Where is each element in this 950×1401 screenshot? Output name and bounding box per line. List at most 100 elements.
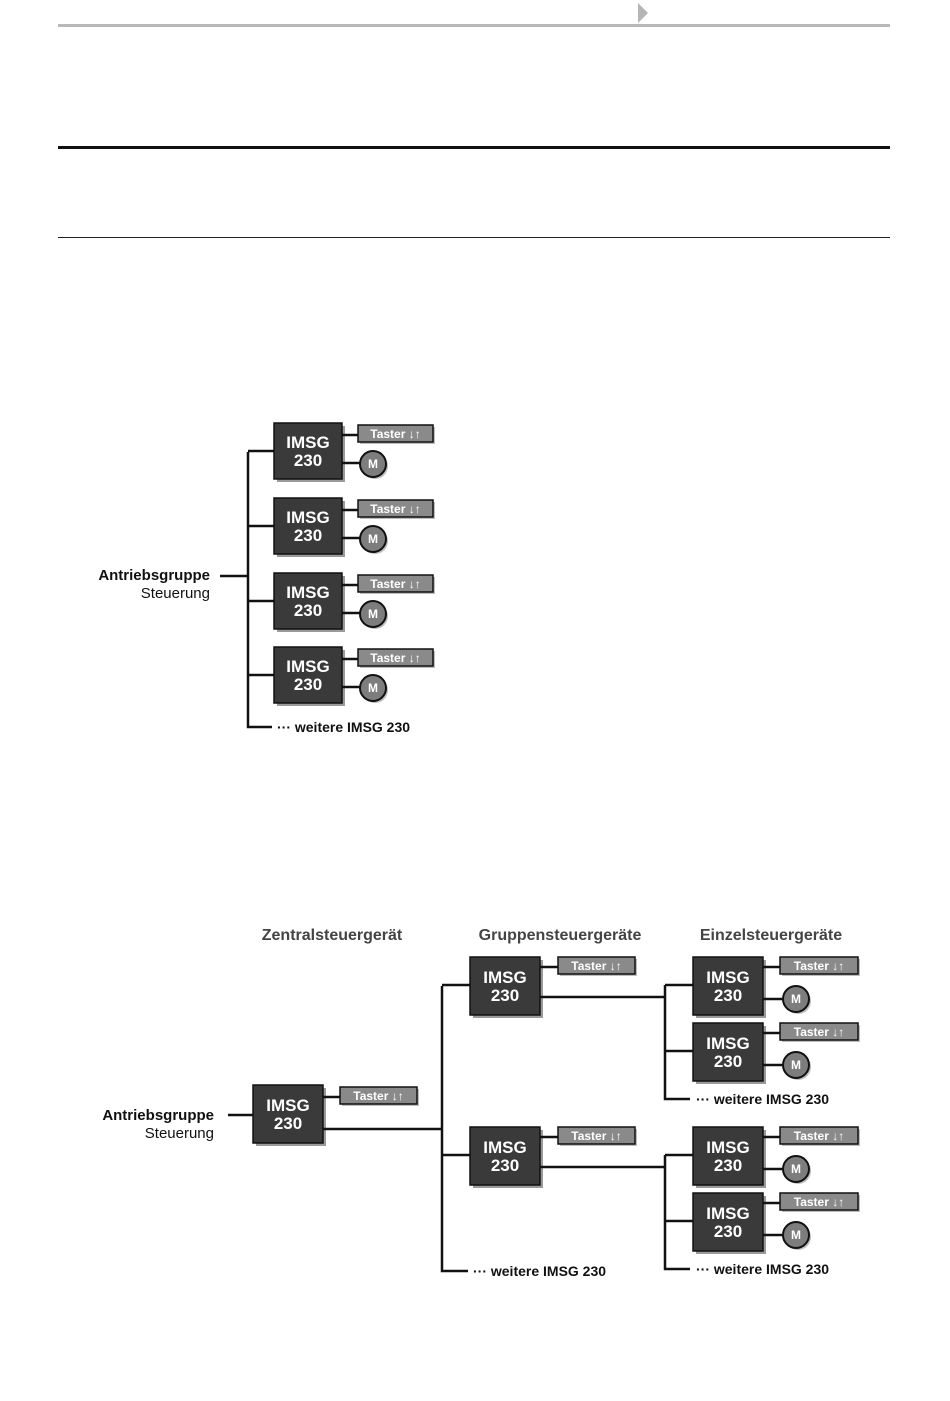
motor-circle (782, 1221, 810, 1249)
motor-single-1-2: M (782, 1051, 811, 1080)
device-box (273, 497, 343, 555)
bus-wire-diagram1 (246, 452, 272, 729)
taster-box (357, 424, 434, 443)
more-devices-label-groups: ··· weitere IMSG 230 (473, 1263, 606, 1279)
device-name-label: IMSG (706, 968, 749, 987)
motor-circle (359, 450, 387, 478)
device-name-label: IMSG (286, 657, 329, 676)
taster-box (779, 1022, 859, 1041)
page-tab-marker (638, 3, 648, 23)
taster-box (779, 956, 859, 975)
device-name-label: IMSG (286, 583, 329, 602)
device-box (469, 956, 541, 1016)
taster-box (357, 648, 434, 667)
motor-diagram1-3: M (359, 600, 388, 629)
device-number-label: 230 (714, 1052, 742, 1071)
taster-label: Taster ↓↑ (353, 1089, 403, 1103)
motor-diagram1-2: M (359, 525, 388, 554)
taster-label: Taster ↓↑ (794, 959, 844, 973)
device-number-label: 230 (491, 1156, 519, 1175)
more-devices-label-diagram1: ··· weitere IMSG 230 (277, 719, 410, 735)
taster-single-1-1: Taster ↓↑ (779, 956, 860, 976)
motor-circle (359, 674, 387, 702)
motor-label: M (368, 607, 378, 621)
device-name-label: IMSG (483, 1138, 526, 1157)
section-rule-thick (58, 146, 890, 149)
device-number-label: 230 (274, 1114, 302, 1133)
taster-label: Taster ↓↑ (370, 427, 420, 441)
column-header-group: Gruppensteuergeräte (479, 927, 642, 944)
column-header-central: Zentralsteuergerät (262, 927, 403, 944)
motor-label: M (791, 1228, 801, 1242)
motor-label: M (791, 1162, 801, 1176)
device-box (692, 1022, 764, 1082)
device-number-label: 230 (714, 986, 742, 1005)
device-box (692, 1192, 764, 1252)
more-devices-label-singles-2: ··· weitere IMSG 230 (696, 1261, 829, 1277)
device-box (469, 1126, 541, 1186)
column-header-single: Einzelsteuergeräte (700, 927, 842, 944)
taster-group-1: Taster ↓↑ (557, 956, 637, 976)
taster-box (557, 1126, 636, 1145)
device-name-label: IMSG (706, 1138, 749, 1157)
taster-box (357, 574, 434, 593)
taster-group-2: Taster ↓↑ (557, 1126, 637, 1146)
taster-label: Taster ↓↑ (370, 502, 420, 516)
motor-circle (359, 525, 387, 553)
taster-diagram1-1: Taster ↓↑ (357, 424, 435, 444)
source-label-line2: Steuerung (145, 1125, 214, 1142)
device-box (273, 646, 343, 704)
motor-single-2-2: M (782, 1221, 811, 1250)
motor-circle (359, 600, 387, 628)
device-box (273, 422, 343, 480)
taster-box (339, 1086, 418, 1105)
taster-label: Taster ↓↑ (370, 577, 420, 591)
source-label-line2: Steuerung (141, 585, 210, 602)
motor-circle (782, 1155, 810, 1183)
single-bus-wire (663, 1155, 690, 1271)
taster-box (357, 499, 434, 518)
taster-box (557, 956, 636, 975)
taster-label: Taster ↓↑ (571, 1129, 621, 1143)
device-name-label: IMSG (266, 1096, 309, 1115)
single-bus-wire (663, 985, 690, 1101)
taster-single-2-1: Taster ↓↑ (779, 1126, 860, 1146)
motor-single-2-1: M (782, 1155, 811, 1184)
device-name-label: IMSG (286, 433, 329, 452)
device-box (692, 1126, 764, 1186)
device-number-label: 230 (294, 675, 322, 694)
motor-label: M (368, 457, 378, 471)
device-name-label: IMSG (483, 968, 526, 987)
motor-diagram1-1: M (359, 450, 388, 479)
device-name-label: IMSG (286, 508, 329, 527)
motor-circle (782, 985, 810, 1013)
taster-diagram1-4: Taster ↓↑ (357, 648, 435, 668)
device-number-label: 230 (491, 986, 519, 1005)
motor-label: M (791, 1058, 801, 1072)
motor-diagram1-4: M (359, 674, 388, 703)
taster-single-2-2: Taster ↓↑ (779, 1192, 860, 1212)
more-devices-label-singles-1: ··· weitere IMSG 230 (696, 1091, 829, 1107)
device-box (252, 1084, 324, 1144)
section-rule-thin (58, 237, 890, 238)
source-label-line1: Antriebsgruppe (102, 1107, 214, 1124)
group-bus-wire (440, 986, 468, 1273)
device-name-label: IMSG (706, 1034, 749, 1053)
taster-box (779, 1126, 859, 1145)
taster-diagram1-3: Taster ↓↑ (357, 574, 435, 594)
taster-box (779, 1192, 859, 1211)
device-name-label: IMSG (706, 1204, 749, 1223)
motor-single-1-1: M (782, 985, 811, 1014)
